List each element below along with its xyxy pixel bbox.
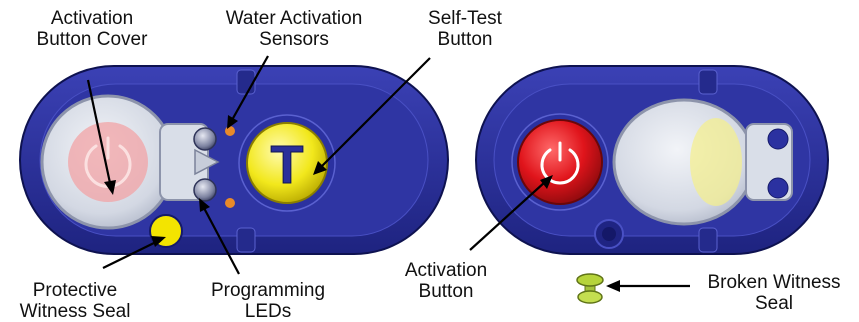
hinge-arrow: [194, 148, 220, 176]
seal-hole-inner: [602, 227, 616, 241]
label-programming-leds: Programming LEDs: [210, 280, 326, 322]
label-activation-button-cover: Activation Button Cover: [36, 8, 148, 50]
label-self-test-button: Self-Test Button: [428, 8, 502, 50]
left-notch-bottom: [236, 227, 256, 253]
right-notch-top: [698, 69, 718, 95]
activation-button: [517, 119, 603, 205]
label-activation-button: Activation Button: [404, 260, 488, 302]
arrow-icon: [86, 55, 690, 292]
label-protective-witness-seal: Protective Witness Seal: [19, 280, 131, 322]
right-sensor-top: [767, 128, 789, 150]
label-water-activation-sensors: Water Activation Sensors: [225, 8, 363, 50]
self-test-letter: T: [271, 135, 304, 195]
water-sensor-bottom: [193, 178, 217, 202]
activation-power-icon: [540, 141, 580, 185]
cover-underlay-red: [68, 122, 148, 202]
right-notch-bottom: [698, 227, 718, 253]
right-sensor-bottom: [767, 177, 789, 199]
programming-led-top: [225, 126, 235, 136]
opened-cover-yellow-tint: [690, 118, 742, 206]
broken-witness-seal: [576, 273, 604, 304]
right-device: [475, 65, 829, 255]
left-device: T: [19, 65, 449, 255]
programming-led-bottom: [225, 198, 235, 208]
water-sensor-top: [193, 127, 217, 151]
self-test-button: [246, 122, 328, 204]
label-broken-witness-seal: Broken Witness Seal: [707, 272, 841, 314]
